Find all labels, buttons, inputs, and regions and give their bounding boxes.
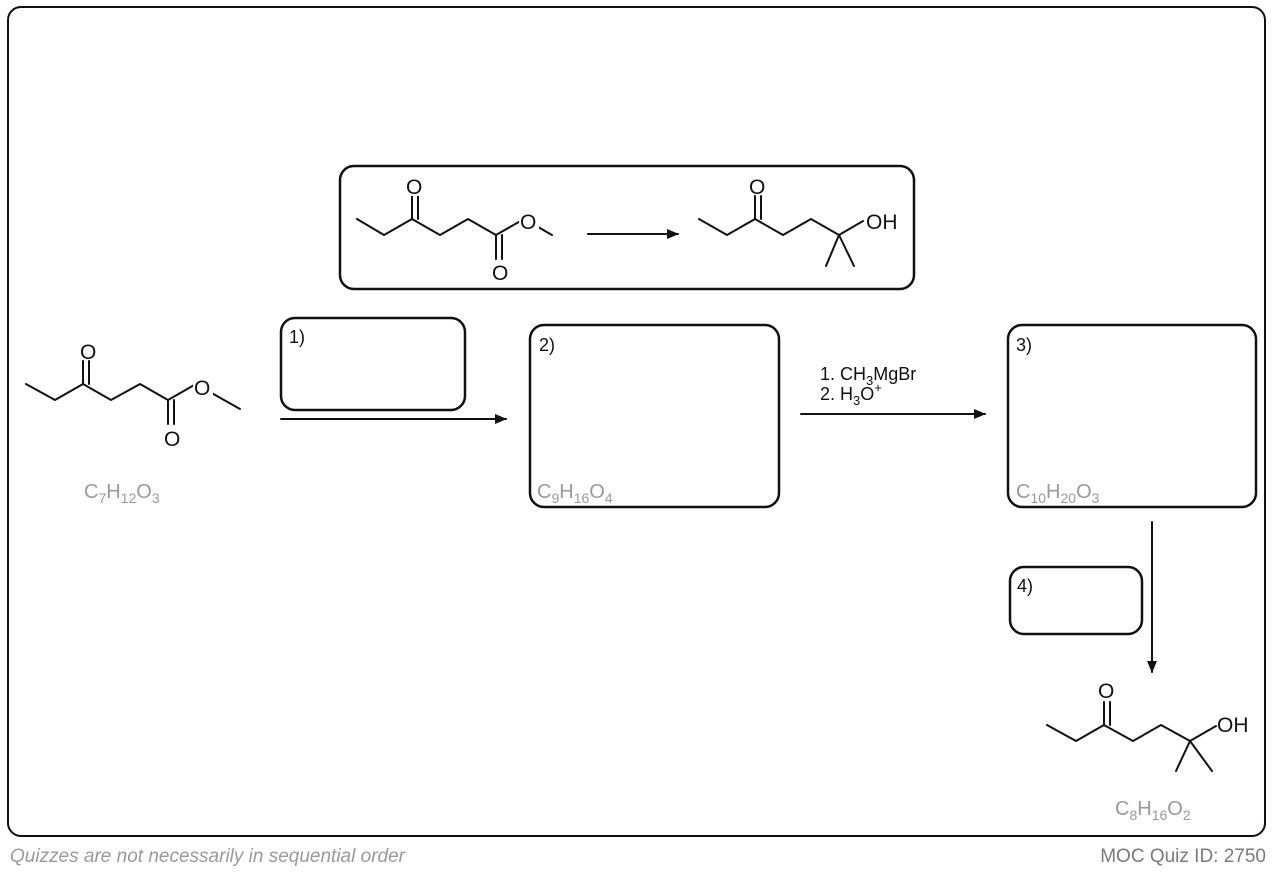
overview-keto-alcohol: O OH (698, 176, 898, 267)
final-keto-alcohol: O OH (1046, 680, 1249, 772)
answer-box-3[interactable] (1006, 323, 1258, 509)
atom-label: O (406, 176, 422, 199)
quiz-id: MOC Quiz ID: 2750 (1100, 846, 1266, 867)
reagent-line-1: 1. CH3MgBr (820, 364, 916, 388)
starting-keto-ester: O O O (25, 341, 241, 451)
step-label-1: 1) (289, 327, 305, 347)
step-label-4: 4) (1017, 576, 1033, 596)
overview-box (338, 164, 916, 291)
atom-label: O (520, 211, 536, 234)
formula-box-2: C9H16O4 (537, 481, 613, 506)
overview-keto-ester: O O O (356, 174, 553, 285)
atom-label: OH (1217, 714, 1249, 737)
answer-box-2[interactable] (528, 323, 781, 509)
reagent-line-2: 2. H3O+ (820, 380, 882, 408)
atom-label: O (164, 428, 180, 451)
formula-final: C8H16O2 (1115, 798, 1191, 823)
formula-box-3: C10H20O3 (1016, 481, 1100, 506)
step-label-3: 3) (1016, 335, 1032, 355)
atom-label: OH (866, 211, 898, 234)
atom-label: O (194, 377, 210, 400)
step-label-2: 2) (539, 335, 555, 355)
quiz-order-note: Quizzes are not necessarily in sequentia… (10, 846, 405, 867)
atom-label: O (492, 262, 508, 285)
answer-box-1[interactable] (279, 316, 467, 412)
answer-box-4[interactable] (1008, 565, 1144, 636)
atom-label: O (1098, 680, 1114, 703)
atom-label: O (749, 176, 765, 199)
quiz-frame (7, 6, 1266, 837)
formula-start: C7H12O3 (84, 481, 160, 506)
atom-label: O (80, 341, 96, 364)
